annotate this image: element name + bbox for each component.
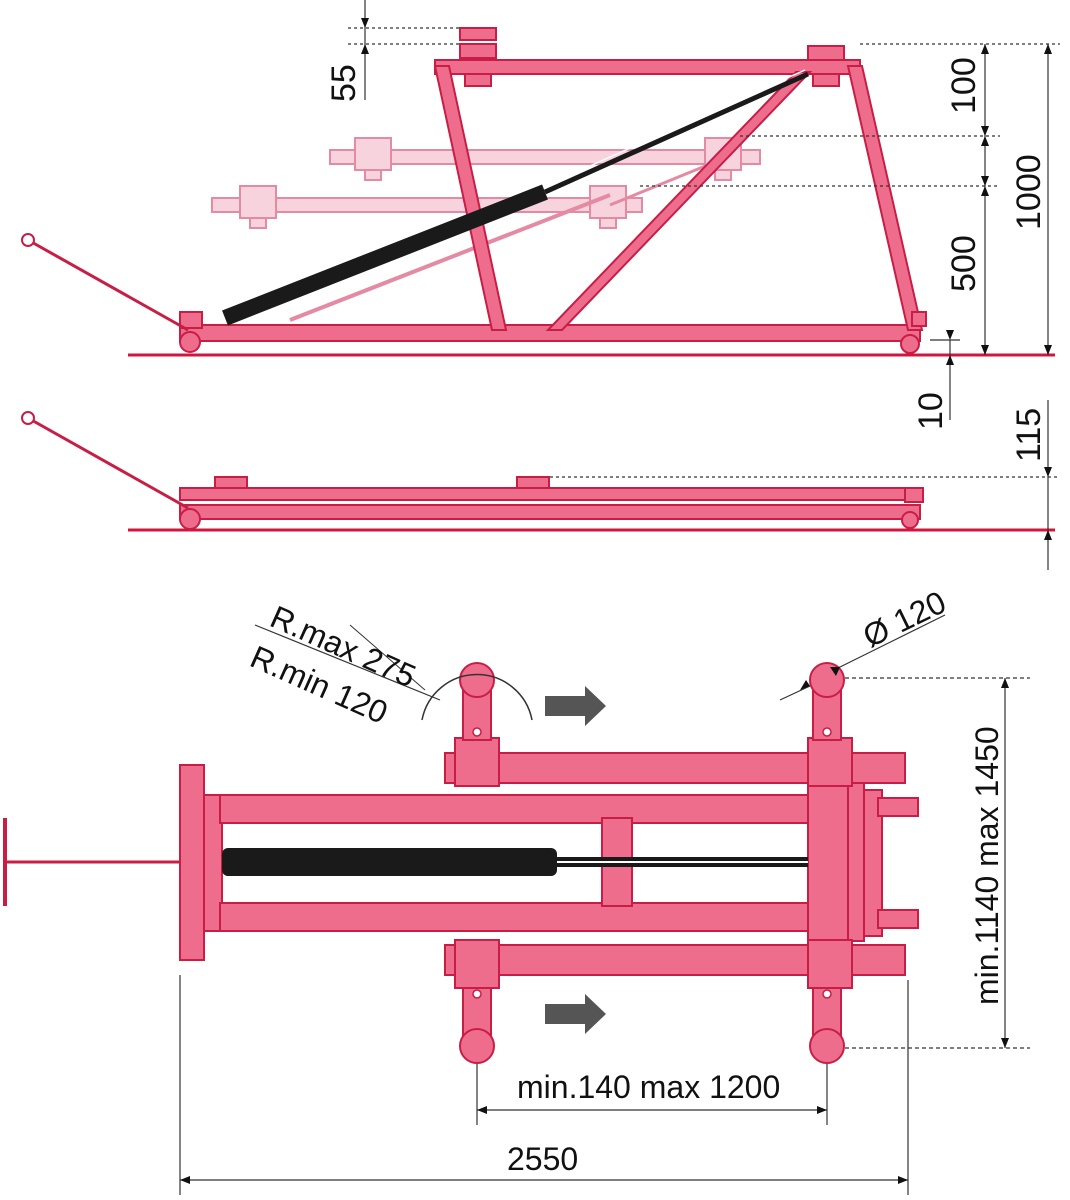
side-view-raised: 55 100 500 1000 10 bbox=[21, 0, 1060, 430]
plan-view: R.max 275 R.min 120 Ø 120 min.1140 max 1… bbox=[3, 584, 1030, 1195]
dim-label-width-range: min.1140 max 1450 bbox=[969, 726, 1005, 1005]
dim-label-55: 55 bbox=[325, 64, 363, 102]
plan-frame bbox=[179, 689, 919, 1039]
hydraulic-cylinder-side bbox=[222, 184, 548, 326]
tow-handle-lower bbox=[27, 416, 189, 510]
side-view-folded: 115 bbox=[21, 400, 1060, 570]
rear-wheel-upper bbox=[179, 331, 201, 353]
arrow-right-icon bbox=[545, 994, 606, 1034]
dim-label-500: 500 bbox=[945, 235, 983, 292]
front-wheel-upper bbox=[900, 334, 920, 354]
dim-label-arm-spacing: min.140 max 1200 bbox=[517, 1069, 780, 1105]
ghost-positions bbox=[211, 137, 761, 322]
dim-label-115: 115 bbox=[1010, 408, 1048, 462]
front-wheel-lower bbox=[901, 511, 919, 529]
pad-bottom-left bbox=[459, 1028, 495, 1064]
dim-label-overall-length: 2550 bbox=[507, 1141, 578, 1177]
raised-frame bbox=[179, 27, 927, 342]
piston-rod-side bbox=[543, 71, 810, 195]
pad-bottom-right bbox=[809, 1028, 845, 1064]
dim-label-10: 10 bbox=[912, 392, 950, 430]
side-dimension-arrows bbox=[361, 18, 1052, 365]
rear-wheel-lower bbox=[179, 508, 201, 530]
tow-handle-upper bbox=[27, 238, 189, 332]
dim-label-1000: 1000 bbox=[1010, 154, 1048, 230]
pad-top-left bbox=[459, 662, 495, 698]
dim-label-100: 100 bbox=[945, 57, 983, 114]
arrow-right-icon bbox=[545, 686, 606, 726]
dim-label-pad-diameter: Ø 120 bbox=[857, 584, 951, 655]
hydraulic-cylinder-plan bbox=[222, 848, 557, 876]
plan-lift-pads bbox=[459, 662, 845, 1064]
radius-arc bbox=[421, 673, 533, 721]
